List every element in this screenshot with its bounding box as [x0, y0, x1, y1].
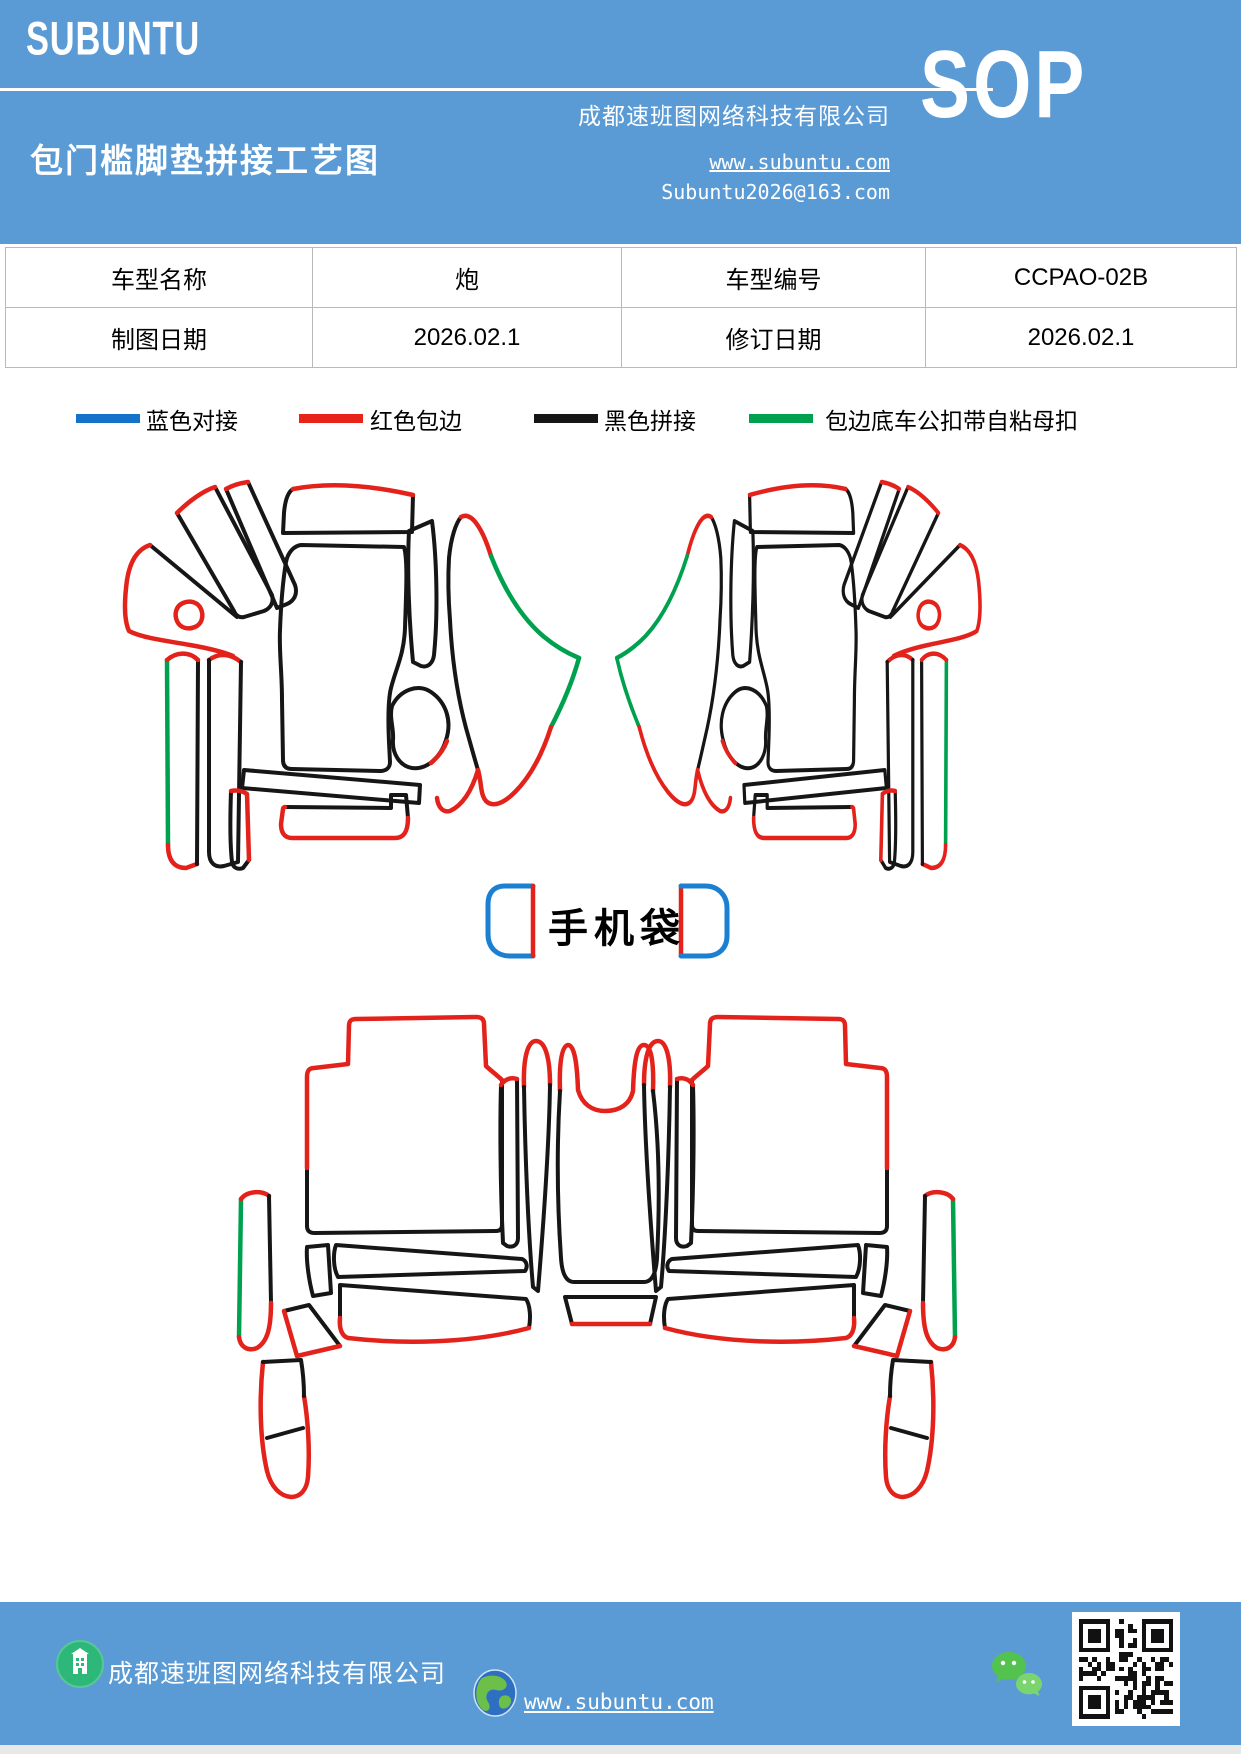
- cell-model-name-value: 炮: [312, 247, 622, 308]
- wechat-icon: [990, 1650, 1046, 1700]
- header-company-name: 成都速班图网络科技有限公司: [578, 103, 890, 129]
- header-divider: [0, 88, 993, 91]
- table-row: 车型名称 炮 车型编号 CCPAO-02B: [5, 247, 1237, 308]
- page-footer: 成都速班图网络科技有限公司 www.subuntu.com: [0, 1602, 1241, 1745]
- building-icon: [56, 1640, 104, 1688]
- footer-website-link[interactable]: www.subuntu.com: [524, 1690, 714, 1714]
- legend-swatch-red: [299, 414, 363, 423]
- cell-revise-date-label: 修订日期: [621, 307, 926, 368]
- cell-revise-date-value: 2026.02.1: [925, 307, 1237, 368]
- rear-center-tunnel-piece: [555, 1042, 661, 1327]
- legend-swatch-green: [749, 414, 813, 423]
- sop-badge: SOP: [920, 31, 1088, 138]
- legend-label-red: 红色包边: [370, 408, 462, 434]
- legend-label-black: 黑色拼接: [604, 408, 696, 434]
- rear-left-mat-half: [236, 1014, 553, 1500]
- legend-label-blue: 蓝色对接: [146, 408, 238, 434]
- footer-company-name: 成都速班图网络科技有限公司: [108, 1660, 447, 1688]
- legend-swatch-black: [534, 414, 598, 423]
- cell-draw-date-label: 制图日期: [5, 307, 313, 368]
- front-left-mat-group: [122, 479, 582, 871]
- legend-label-green: 包边底车公扣带自粘母扣: [825, 408, 1078, 434]
- rear-right-mat-half: [644, 1017, 955, 1497]
- cell-model-code-label: 车型编号: [621, 247, 926, 308]
- front-right-mat-group: [617, 482, 980, 869]
- vehicle-info-table: 车型名称 炮 车型编号 CCPAO-02B 制图日期 2026.02.1 修订日…: [5, 247, 1237, 368]
- globe-icon: [472, 1668, 518, 1718]
- cell-draw-date-value: 2026.02.1: [312, 307, 622, 368]
- legend-swatch-blue: [76, 414, 140, 423]
- phone-bag-pieces: [485, 883, 730, 959]
- cell-model-name-label: 车型名称: [5, 247, 313, 308]
- table-row: 制图日期 2026.02.1 修订日期 2026.02.1: [5, 307, 1237, 368]
- header-email: Subuntu2026@163.com: [661, 180, 890, 204]
- company-logo: SUBUNTU: [26, 12, 201, 65]
- legend: 蓝色对接 红色包边 黑色拼接 包边底车公扣带自粘母扣: [0, 402, 1241, 436]
- page-bottom-strip: [0, 1745, 1241, 1754]
- header-website-link[interactable]: www.subuntu.com: [709, 150, 890, 174]
- qr-code: [1072, 1612, 1180, 1726]
- page-title: 包门槛脚垫拼接工艺图: [30, 142, 380, 179]
- page-header: SUBUNTU 包门槛脚垫拼接工艺图 成都速班图网络科技有限公司 www.sub…: [0, 0, 1241, 244]
- cell-model-code-value: CCPAO-02B: [925, 247, 1237, 308]
- phone-bag-label: 手机袋: [548, 907, 686, 951]
